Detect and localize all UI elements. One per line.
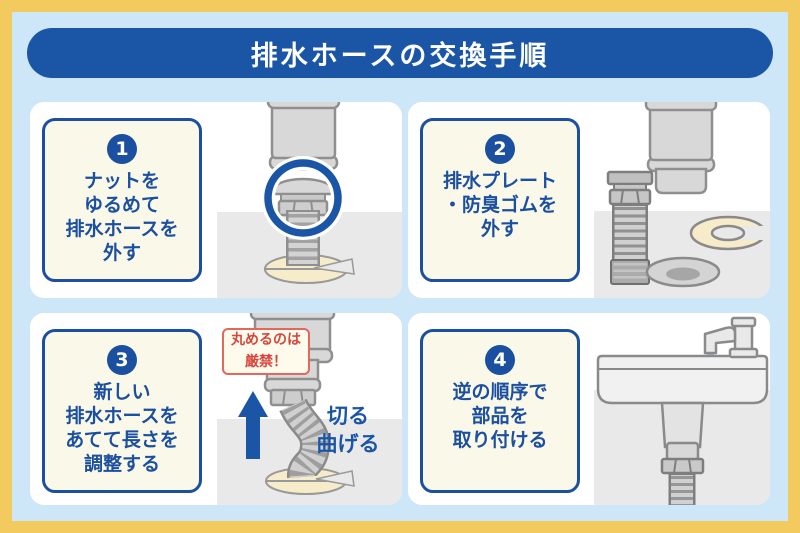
step-4-illustration bbox=[594, 316, 770, 505]
no-rolling-warning-box: 丸めるのは 厳禁！ bbox=[222, 328, 310, 375]
drain-pipe bbox=[644, 102, 718, 195]
highlight-circle-icon bbox=[261, 156, 345, 240]
step-4-number-badge: 4 bbox=[485, 345, 515, 375]
step-4-instruction: 逆の順序で 部品を 取り付ける bbox=[452, 381, 548, 451]
step-panel-4: 4 逆の順序で 部品を 取り付ける bbox=[408, 313, 770, 505]
drain-plate-front bbox=[263, 268, 349, 284]
step-panel-2: 2 排水プレート ・防臭ゴムを 外す bbox=[408, 102, 770, 298]
drain-plate-front bbox=[264, 480, 348, 495]
plate-notch bbox=[315, 470, 355, 487]
step-3-textbox: 3 新しい 排水ホースを あてて長さを 調整する bbox=[42, 329, 202, 493]
step-2-textbox: 2 排水プレート ・防臭ゴムを 外す bbox=[420, 118, 580, 282]
content-area: 排水ホースの交換手順 bbox=[12, 12, 788, 521]
step-3-illustration bbox=[217, 313, 402, 505]
plate-notch bbox=[313, 258, 355, 275]
drain-hole bbox=[645, 256, 721, 288]
step-3-number-badge: 3 bbox=[107, 345, 137, 375]
step-4-textbox: 4 逆の順序で 部品を 取り付ける bbox=[420, 329, 580, 493]
step-panel-3: 丸めるのは 厳禁！ 切る 曲げる 3 新しい 排水ホースを あてて長さを 調整す… bbox=[30, 313, 402, 505]
page-title: 排水ホースの交換手順 bbox=[250, 40, 550, 72]
up-arrow-icon bbox=[238, 391, 268, 459]
bent-hose bbox=[279, 398, 330, 479]
step-1-textbox: 1 ナットを ゆるめて 排水ホースを 外す bbox=[42, 118, 202, 282]
step-2-instruction: 排水プレート ・防臭ゴムを 外す bbox=[442, 170, 557, 240]
step-2-number-badge: 2 bbox=[485, 134, 515, 164]
step-panel-1: 1 ナットを ゆるめて 排水ホースを 外す bbox=[30, 102, 402, 298]
trap-and-hose bbox=[660, 401, 705, 505]
step-1-illustration bbox=[217, 102, 402, 298]
step-2-illustration bbox=[594, 102, 770, 298]
step-1-number-badge: 1 bbox=[107, 134, 137, 164]
sink bbox=[596, 354, 769, 405]
step-3-instruction: 新しい 排水ホースを あてて長さを 調整する bbox=[65, 381, 179, 475]
title-bar: 排水ホースの交換手順 bbox=[27, 28, 773, 78]
cut-bend-label: 切る 曲げる bbox=[316, 404, 380, 456]
faucet bbox=[703, 316, 759, 359]
step-1-instruction: ナットを ゆるめて 排水ホースを 外す bbox=[65, 170, 179, 264]
detached-hose bbox=[606, 170, 654, 285]
drain-plate bbox=[689, 215, 770, 251]
